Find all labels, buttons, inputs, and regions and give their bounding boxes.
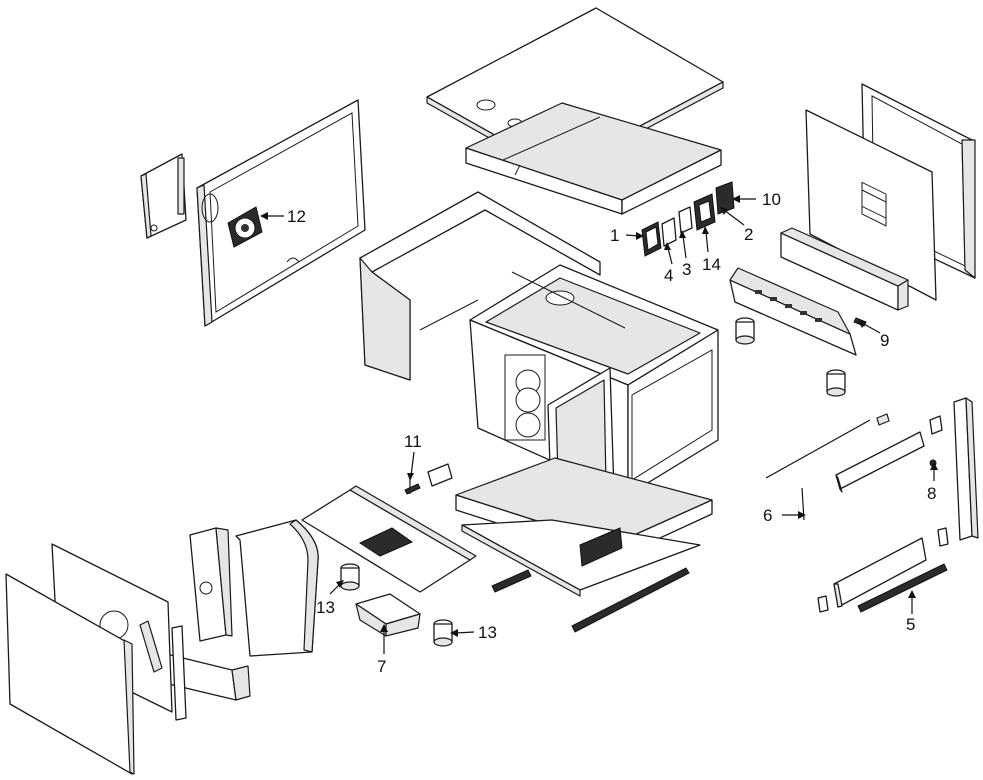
vent-block — [579, 527, 623, 567]
insulation-block-left — [189, 527, 233, 642]
callout-6: 6 — [763, 506, 772, 525]
small-clip-lower — [817, 527, 949, 613]
callout-4: 4 — [664, 266, 673, 285]
switch-plate-1 — [641, 221, 662, 257]
switch-body-2 — [715, 181, 735, 215]
mid-bracket — [835, 431, 925, 493]
front-outer-panel — [5, 573, 135, 775]
callout-2: 2 — [744, 225, 753, 244]
left-side-panel — [196, 99, 366, 327]
callout-10: 10 — [762, 190, 781, 209]
callout-9: 9 — [880, 331, 889, 350]
rear-control-rail — [729, 267, 857, 356]
callout-14: 14 — [702, 255, 721, 274]
drip-tray-7 — [355, 593, 421, 637]
callout-5: 5 — [906, 615, 915, 634]
side-rod — [765, 413, 890, 479]
callout-13a: 13 — [316, 598, 335, 617]
callout-12: 12 — [287, 207, 306, 226]
fan-12 — [227, 206, 263, 248]
curved-insulation — [235, 519, 319, 657]
top-insulation-slab — [465, 102, 722, 215]
callout-13b: 13 — [478, 623, 497, 642]
callout-7: 7 — [377, 657, 386, 676]
rear-back-panel — [805, 109, 937, 301]
small-clip — [929, 415, 943, 435]
screw-11 — [404, 478, 421, 495]
rail-5 — [857, 563, 948, 613]
base-plate — [301, 485, 477, 593]
switch-frame-14 — [693, 193, 716, 231]
small-bracket-11 — [427, 463, 453, 487]
lower-right-bracket — [833, 537, 927, 608]
switch-plate-4 — [661, 217, 677, 247]
bottom-rails — [491, 567, 690, 633]
leader-lines — [260, 195, 938, 654]
callout-3: 3 — [682, 260, 691, 279]
switch-plate-3 — [678, 206, 693, 234]
feet-upper — [735, 317, 846, 397]
right-vertical-rail — [953, 397, 979, 541]
callout-8: 8 — [927, 484, 936, 503]
rear-insulation-bar — [780, 227, 909, 311]
feet-lower — [340, 563, 453, 647]
left-bracket — [140, 153, 187, 239]
front-edge-rail — [171, 625, 187, 721]
callout-11: 11 — [404, 432, 422, 451]
outer-wrapper — [359, 191, 601, 381]
callout-1: 1 — [610, 226, 619, 245]
